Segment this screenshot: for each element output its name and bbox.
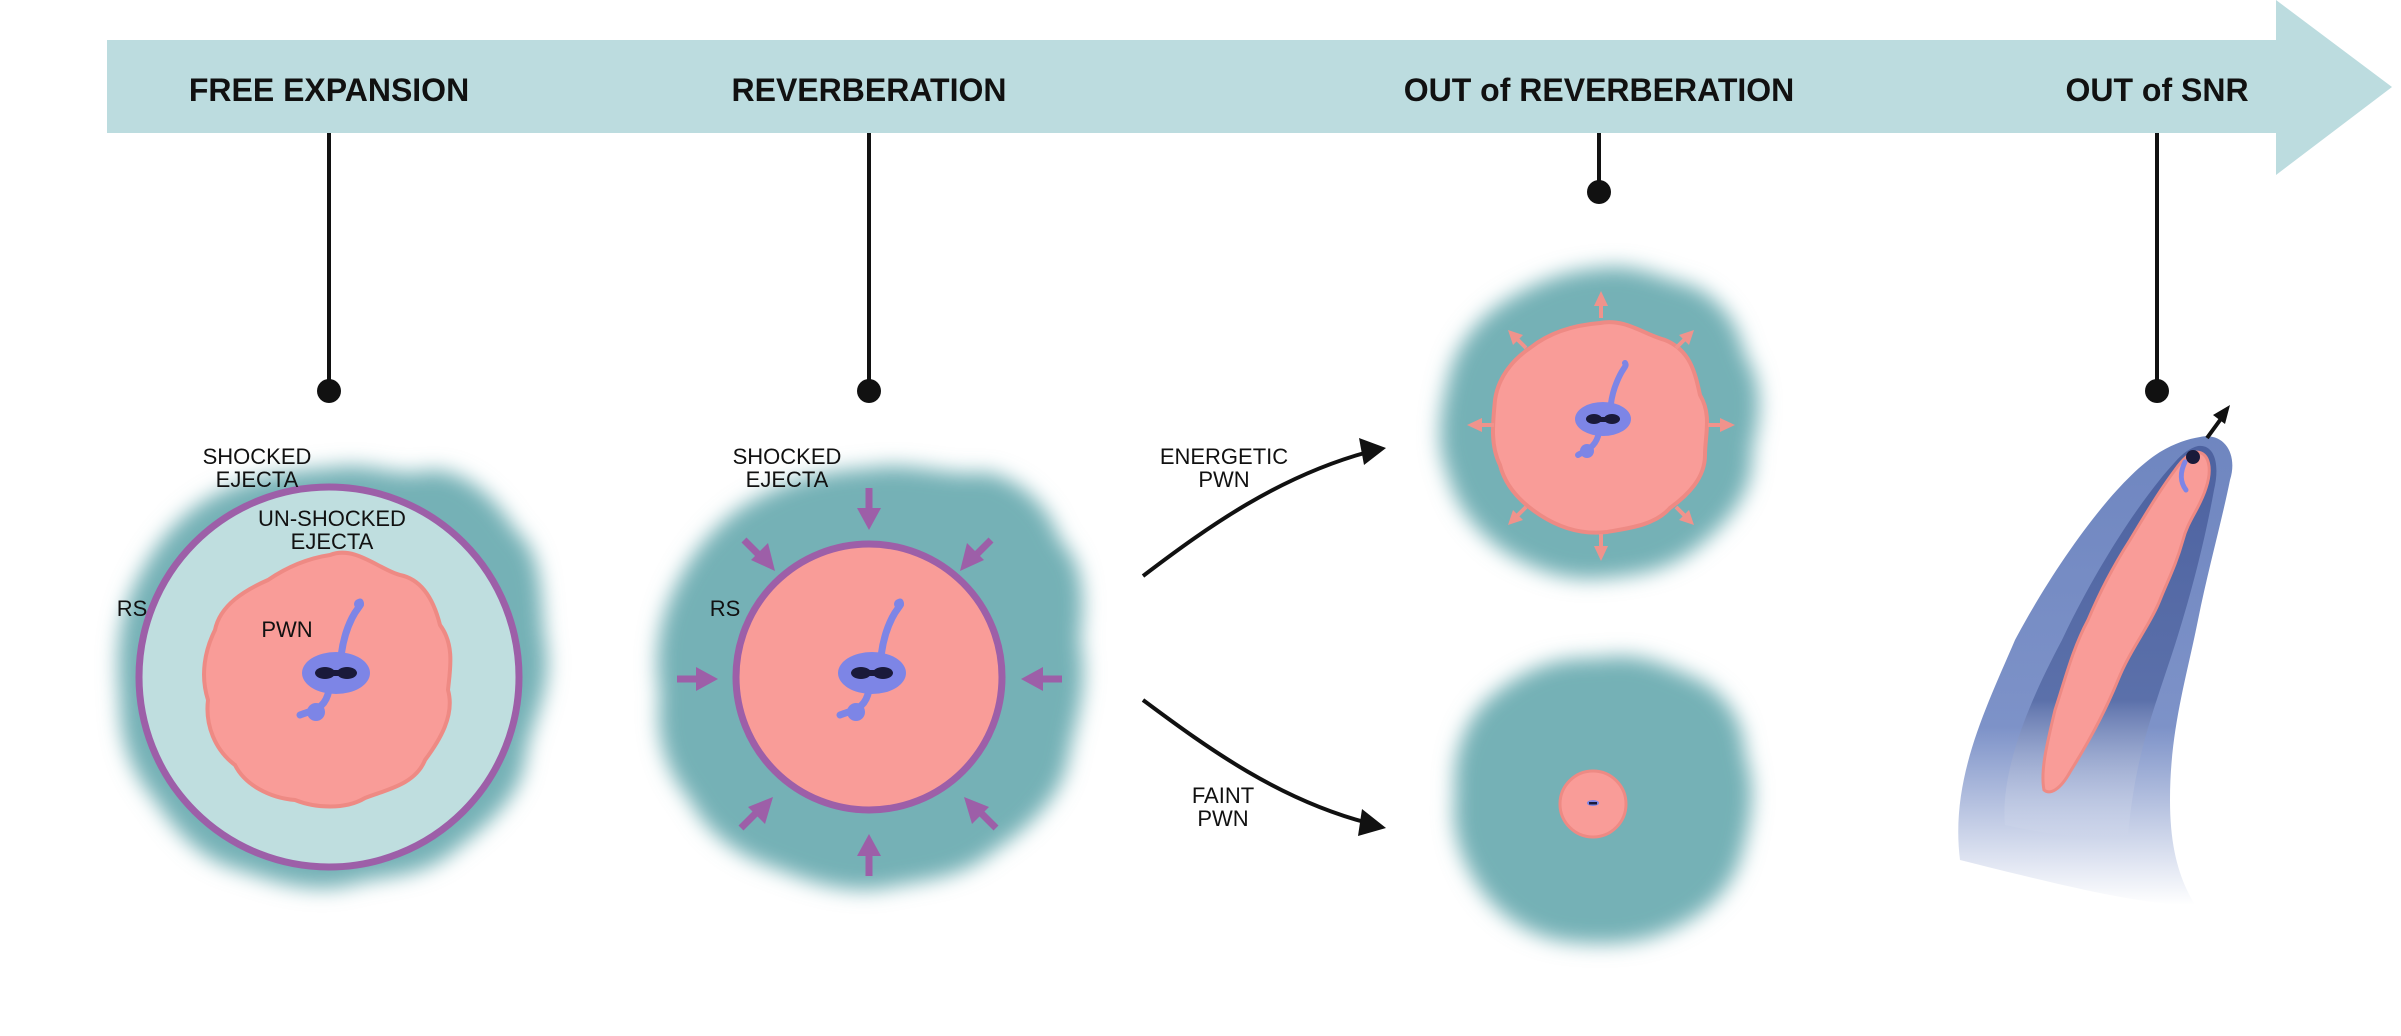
arrow-outward-n	[1594, 291, 1608, 318]
pin-dot-out-of-snr	[2145, 379, 2169, 403]
pulsar-core	[1586, 414, 1620, 424]
arrow-outward-ne	[1674, 330, 1694, 350]
jet-north	[1607, 360, 1629, 421]
pulsar-core	[851, 667, 893, 679]
pulsar-jet	[2178, 459, 2189, 493]
pulsar-core	[315, 667, 357, 679]
arrow-outward-e	[1708, 418, 1735, 432]
arrow-inward-w	[677, 667, 718, 691]
label-shocked-ejecta-1: SHOCKED	[733, 444, 842, 469]
arrow-inward-s	[857, 834, 881, 876]
pin-dot-out-of-reverberation	[1587, 180, 1611, 204]
timeline-arrow: FREE EXPANSION REVERBERATION OUT of REVE…	[107, 0, 2392, 175]
arrow-to-faint	[1141, 698, 1369, 825]
jet-south-tip	[847, 703, 865, 721]
jet-north-tip	[894, 599, 904, 609]
stage-title-out-of-snr: OUT of SNR	[2065, 72, 2248, 108]
arrow-outward-sw	[1508, 505, 1528, 525]
pin-dot-reverberation	[857, 379, 881, 403]
connector-pins	[317, 133, 2169, 403]
label-faint-pwn-2: PWN	[1197, 806, 1248, 831]
label-shocked-ejecta-2: EJECTA	[216, 467, 299, 492]
panel-reverberation: SHOCKED EJECTA RS	[657, 444, 1084, 890]
arrow-outward-se	[1674, 505, 1694, 525]
branch-arrows	[1141, 438, 1386, 836]
panel-bow-shock	[1958, 405, 2233, 905]
arrow-outward-nw	[1508, 330, 1528, 350]
arrow-to-energetic-head	[1359, 438, 1386, 465]
label-shocked-ejecta-1: SHOCKED	[203, 444, 312, 469]
pin-dot-free-expansion	[317, 379, 341, 403]
arrow-to-faint-head	[1358, 809, 1386, 836]
arrow-inward-nw	[741, 537, 775, 571]
reverse-shock-ring	[732, 540, 1006, 814]
label-shocked-ejecta-2: EJECTA	[746, 467, 829, 492]
label-rs: RS	[710, 596, 741, 621]
arrow-to-energetic	[1141, 450, 1369, 578]
arrow-outward-w	[1467, 418, 1494, 432]
arrow-inward-ne	[960, 537, 994, 571]
stage-title-free-expansion: FREE EXPANSION	[189, 72, 469, 108]
label-energetic-pwn-1: ENERGETIC	[1160, 444, 1288, 469]
jet-north-tip	[354, 599, 364, 609]
jet-south-tip	[1580, 444, 1594, 458]
pulsar-core	[1589, 802, 1597, 805]
panel-faint-pwn	[1453, 656, 1752, 944]
panel-energetic-pwn	[1440, 266, 1760, 579]
pwn-tail	[2041, 450, 2211, 794]
label-energetic-pwn-2: PWN	[1198, 467, 1249, 492]
label-faint-pwn-1: FAINT	[1192, 783, 1254, 808]
label-unshocked-ejecta-1: UN-SHOCKED	[258, 506, 406, 531]
expansion-arrows	[1467, 291, 1735, 561]
compression-arrows	[677, 488, 1062, 876]
pulsar-dot	[2186, 450, 2200, 464]
stage-title-out-of-reverberation: OUT of REVERBERATION	[1404, 72, 1795, 108]
pulsar-motion-arrow-head	[2213, 405, 2230, 424]
stage-title-reverberation: REVERBERATION	[732, 72, 1007, 108]
label-pwn: PWN	[261, 617, 312, 642]
reverse-shock-ring	[135, 483, 523, 871]
arrow-inward-sw	[738, 797, 773, 831]
arrow-inward-n	[857, 488, 881, 530]
arrow-inward-se	[964, 797, 999, 831]
panel-free-expansion: SHOCKED EJECTA UN-SHOCKED EJECTA RS PWN	[117, 444, 548, 889]
label-unshocked-ejecta-2: EJECTA	[291, 529, 374, 554]
jet-south-tip	[307, 703, 325, 721]
timeline-band	[107, 0, 2392, 175]
arrow-inward-e	[1021, 667, 1062, 691]
arrow-outward-s	[1594, 534, 1608, 561]
label-rs: RS	[117, 596, 148, 621]
